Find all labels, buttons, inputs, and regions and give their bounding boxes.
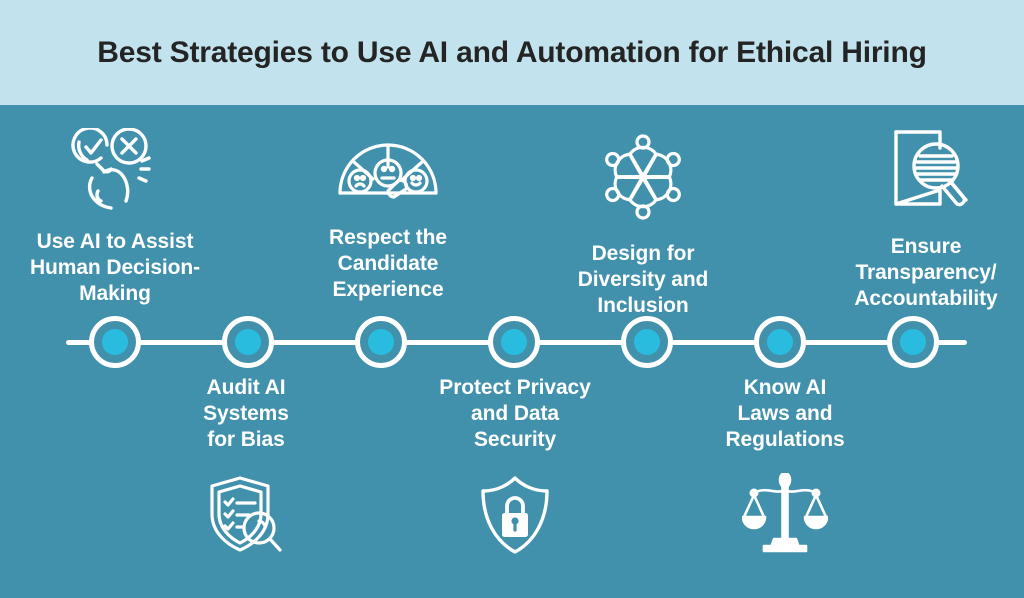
timeline-node-dot — [368, 329, 394, 355]
hand-pointing-check-cross-icon — [67, 128, 163, 210]
timeline-node-3[interactable] — [355, 316, 407, 368]
step-label-7: Ensure Transparency/ Accountability — [854, 235, 998, 310]
step-label-1: Use AI to Assist Human Decision- Making — [29, 230, 201, 305]
step-label-5: Design for Diversity and Inclusion — [577, 242, 709, 317]
timeline-node-7[interactable] — [887, 316, 939, 368]
step-item-7[interactable]: Ensure Transparency/ Accountability — [828, 128, 1024, 312]
satisfaction-gauge-icon — [336, 137, 440, 201]
step-item-3[interactable]: Respect the Candidate Experience — [293, 137, 483, 303]
shield-lock-icon — [477, 475, 553, 555]
timeline-node-6[interactable] — [754, 316, 806, 368]
timeline-node-dot — [900, 329, 926, 355]
header-banner: Best Strategies to Use AI and Automation… — [0, 0, 1024, 105]
timeline-node-5[interactable] — [621, 316, 673, 368]
document-magnifier-icon — [880, 128, 972, 214]
step-label-6: Know AI Laws and Regulations — [725, 376, 845, 451]
timeline-node-dot — [235, 329, 261, 355]
timeline-node-4[interactable] — [488, 316, 540, 368]
step-label-2: Audit AI Systems for Bias — [203, 376, 289, 451]
step-label-3: Respect the Candidate Experience — [329, 226, 447, 301]
step-item-6[interactable]: Know AI Laws and Regulations — [690, 375, 880, 553]
timeline-node-2[interactable] — [222, 316, 274, 368]
people-circle-diversity-icon — [599, 133, 687, 221]
timeline-node-dot — [634, 329, 660, 355]
page-title: Best Strategies to Use AI and Automation… — [97, 35, 927, 69]
step-item-2[interactable]: Audit AI Systems for Bias — [155, 375, 337, 556]
timeline-node-dot — [767, 329, 793, 355]
step-item-4[interactable]: Protect Privacy and Data Security — [420, 375, 610, 555]
timeline-node-1[interactable] — [89, 316, 141, 368]
timeline-node-dot — [102, 329, 128, 355]
step-item-1[interactable]: Use AI to Assist Human Decision- Making — [5, 128, 225, 307]
step-item-5[interactable]: Design for Diversity and Inclusion — [548, 133, 738, 319]
shield-checklist-magnifier-icon — [204, 474, 288, 556]
scales-of-justice-icon — [742, 473, 828, 553]
timeline-node-dot — [501, 329, 527, 355]
step-label-4: Protect Privacy and Data Security — [439, 376, 591, 451]
